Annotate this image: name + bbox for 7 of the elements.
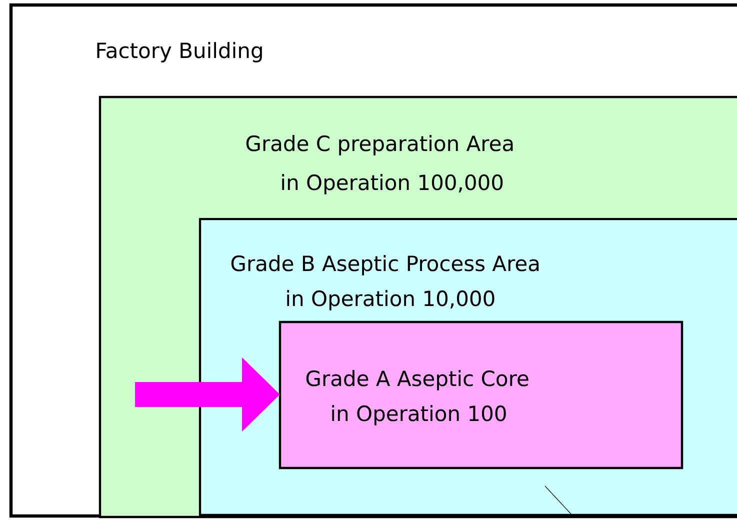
area-label: Grade A Aseptic Core (306, 370, 528, 390)
area-label: in Operation 100 (332, 405, 506, 426)
area-label: Grade C preparation Area (246, 135, 513, 156)
area-label: in Operation 10,000 (287, 290, 494, 310)
area-label: in Operation 100,000 (282, 174, 503, 194)
area-label: Factory Building (97, 42, 262, 62)
area-label: Grade B Aseptic Process Area (231, 255, 539, 276)
